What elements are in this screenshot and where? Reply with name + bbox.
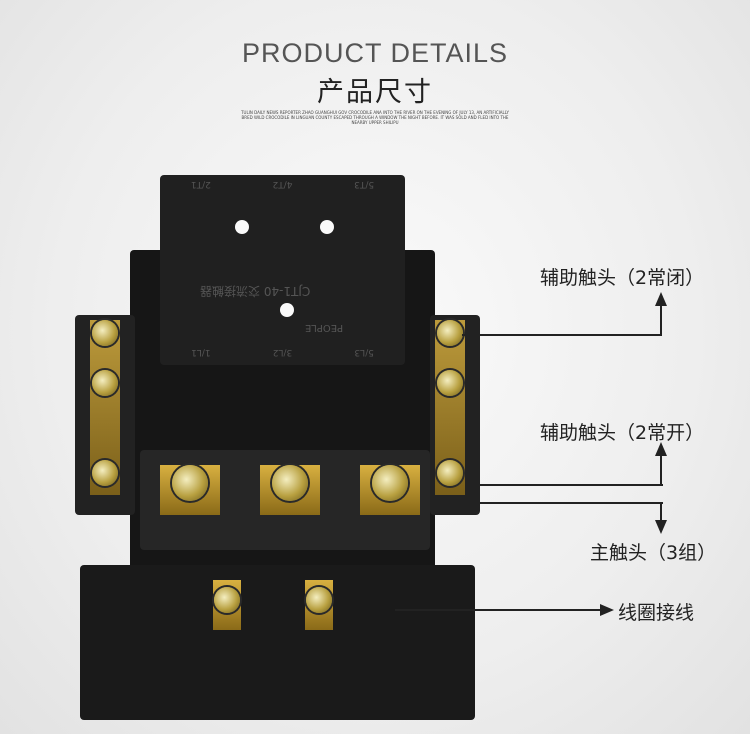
arrow-up-icon <box>655 442 667 456</box>
arrow-up-icon <box>655 292 667 306</box>
arrow-right-icon <box>600 604 614 616</box>
model-label: CJT1-40 交流接触器 <box>200 284 311 298</box>
nameplate: 5/T3 4/T2 2/T1 CJT1-40 交流接触器 PEOPLE 5/L3… <box>160 175 405 365</box>
title-cn: 产品尺寸 <box>317 77 433 108</box>
contactor-image: 5/T3 4/T2 2/T1 CJT1-40 交流接触器 PEOPLE 5/L3… <box>75 175 485 720</box>
terminal-label: 3/L2 <box>272 347 293 357</box>
arrow-down-icon <box>655 520 667 534</box>
terminal-label: 1/L1 <box>191 347 211 357</box>
annotation-aux-nc: 辅助触头（2常闭） <box>540 267 705 289</box>
annotation-coil: 线圈接线 <box>618 602 695 624</box>
terminal-label: 5/T3 <box>354 179 375 189</box>
fine-print: TULIN DAILY NEWS REPORTER ZHAO GUANGHUI … <box>241 110 509 125</box>
annotation-main: 主触头（3组） <box>590 542 717 564</box>
terminal-label: 2/T1 <box>190 179 211 189</box>
terminal-label: 4/T2 <box>272 179 293 189</box>
terminal-label: 5/L3 <box>354 347 374 357</box>
title-en: PRODUCT DETAILS <box>241 38 509 68</box>
brand-label: PEOPLE <box>305 322 344 333</box>
annotation-aux-no: 辅助触头（2常开） <box>540 422 705 444</box>
